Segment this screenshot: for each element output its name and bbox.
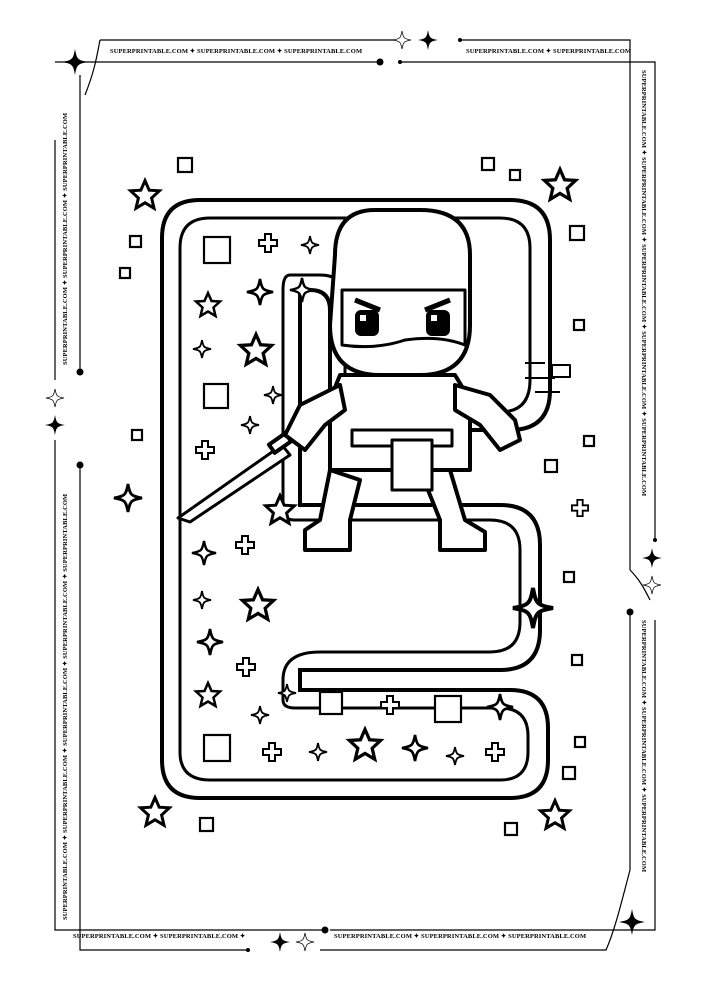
border-dots bbox=[76, 38, 657, 952]
watermark-top-left: SUPERPRINTABLE.COM ✦ SUPERPRINTABLE.COM … bbox=[110, 48, 363, 55]
watermark-right-upper: SUPERPRINTABLE.COM ✦ SUPERPRINTABLE.COM … bbox=[640, 70, 647, 497]
watermark-bottom-right: SUPERPRINTABLE.COM ✦ SUPERPRINTABLE.COM … bbox=[334, 933, 587, 940]
watermark-left-lower: SUPERPRINTABLE.COM ✦ SUPERPRINTABLE.COM … bbox=[62, 493, 69, 920]
ninja-character bbox=[176, 208, 571, 552]
watermark-left-upper: SUPERPRINTABLE.COM ✦ SUPERPRINTABLE.COM … bbox=[62, 112, 69, 365]
watermark-right-lower: SUPERPRINTABLE.COM ✦ SUPERPRINTABLE.COM … bbox=[640, 620, 647, 873]
page-border bbox=[54, 39, 656, 951]
square-icons bbox=[118, 156, 596, 837]
watermark-top-right: SUPERPRINTABLE.COM ✦ SUPERPRINTABLE.COM bbox=[466, 48, 632, 55]
watermark-bottom-left: SUPERPRINTABLE.COM ✦ SUPERPRINTABLE.COM … bbox=[73, 933, 246, 940]
